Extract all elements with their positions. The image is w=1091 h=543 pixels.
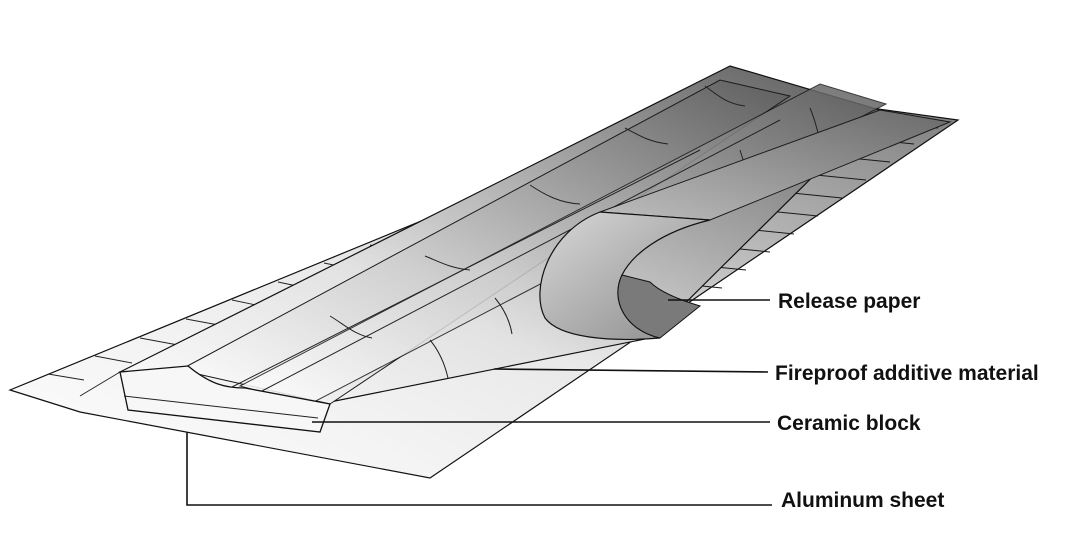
label-aluminum-sheet: Aluminum sheet [781,489,945,512]
ceramic-block [119,365,331,433]
label-fireproof-material: Fireproof additive material [775,362,1039,385]
label-release-paper: Release paper [778,290,921,313]
leader-line-aluminum-sheet [186,432,772,506]
label-ceramic-block: Ceramic block [777,412,921,435]
leader-lines [186,299,772,506]
release-paper-peeled-strip [617,274,702,339]
release-paper-curl [539,211,711,340]
segment-lines [187,85,821,393]
ceramic-block-edge [123,395,319,419]
leader-line-fireproof-material [493,368,769,373]
